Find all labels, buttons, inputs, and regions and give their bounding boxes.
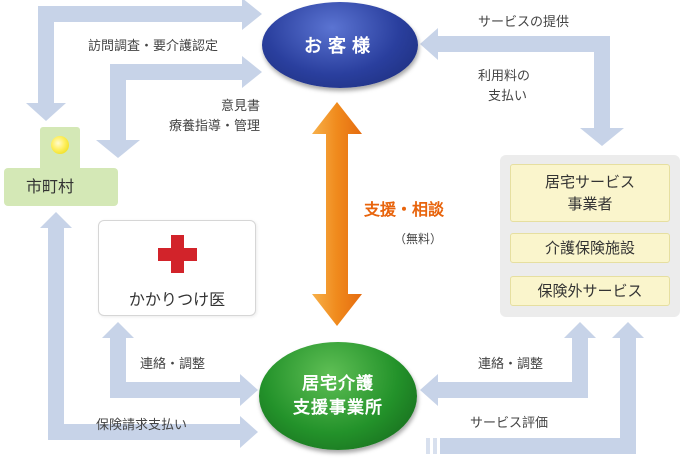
care-support-office-node: 居宅介護 支援事業所 xyxy=(259,342,417,450)
customer-label: お客様 xyxy=(304,36,376,57)
doctor-label: かかりつけ医 xyxy=(128,290,226,309)
insurance-label: 保険請求支払い xyxy=(96,418,188,433)
contact-left-label: 連絡・調整 xyxy=(140,357,206,372)
city-light-icon xyxy=(51,136,69,154)
provider-line1: 介護保険施設 xyxy=(544,239,635,257)
office-label-line1: 居宅介護 xyxy=(302,374,374,394)
free-label: （無料） xyxy=(394,232,443,246)
visit-label: 訪問調査・要介護認定 xyxy=(88,39,219,54)
contact-right-label: 連絡・調整 xyxy=(478,357,544,372)
city-label: 市町村 xyxy=(26,177,75,196)
city-node: 市町村 xyxy=(4,168,118,206)
red-cross-icon-bar xyxy=(158,248,197,261)
arrow-opinion-head xyxy=(96,140,140,158)
provider-care-facility: 介護保険施設 xyxy=(510,233,670,263)
evaluation-stripes xyxy=(426,438,437,454)
provider-line1: 保険外サービス xyxy=(537,282,643,300)
customer-node: お客様 xyxy=(262,2,418,88)
support-double-arrow xyxy=(312,102,362,326)
provider-line2: 事業者 xyxy=(567,195,613,213)
arrow-evaluation xyxy=(440,322,644,454)
arrow-visit-down xyxy=(26,92,66,121)
support-consult-label: 支援・相談 xyxy=(364,200,445,219)
service-provide-label: サービスの提供 xyxy=(478,15,570,30)
arrow-service-head xyxy=(580,128,624,146)
arrow-contact-left xyxy=(102,322,258,406)
arrow-opinion xyxy=(110,56,262,148)
opinion-label-line1: 意見書 xyxy=(220,99,260,114)
provider-non-insurance: 保険外サービス xyxy=(510,276,670,306)
fee-label-line1: 利用料の xyxy=(478,69,531,84)
fee-label-line2: 支払い xyxy=(488,89,528,104)
provider-home-service: 居宅サービス 事業者 xyxy=(510,164,670,222)
office-label-line2: 支援事業所 xyxy=(293,398,383,418)
arrow-contact-right xyxy=(420,322,596,406)
arrow-service-provide xyxy=(420,28,610,128)
provider-line1: 居宅サービス xyxy=(544,173,635,191)
family-doctor-node: かかりつけ医 xyxy=(98,220,256,316)
evaluation-label: サービス評価 xyxy=(470,416,549,431)
arrow-city-to-customer xyxy=(38,0,262,103)
opinion-label-line2: 療養指導・管理 xyxy=(168,119,260,134)
arrow-insurance xyxy=(40,212,258,448)
